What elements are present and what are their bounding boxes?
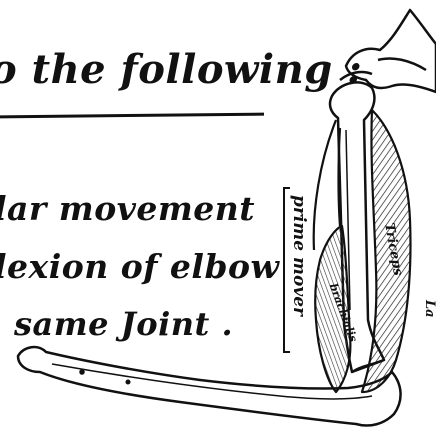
scapula-shape xyxy=(340,10,436,92)
cut-off-label: La xyxy=(423,300,436,318)
prime-mover-label: prime mover xyxy=(290,195,307,316)
